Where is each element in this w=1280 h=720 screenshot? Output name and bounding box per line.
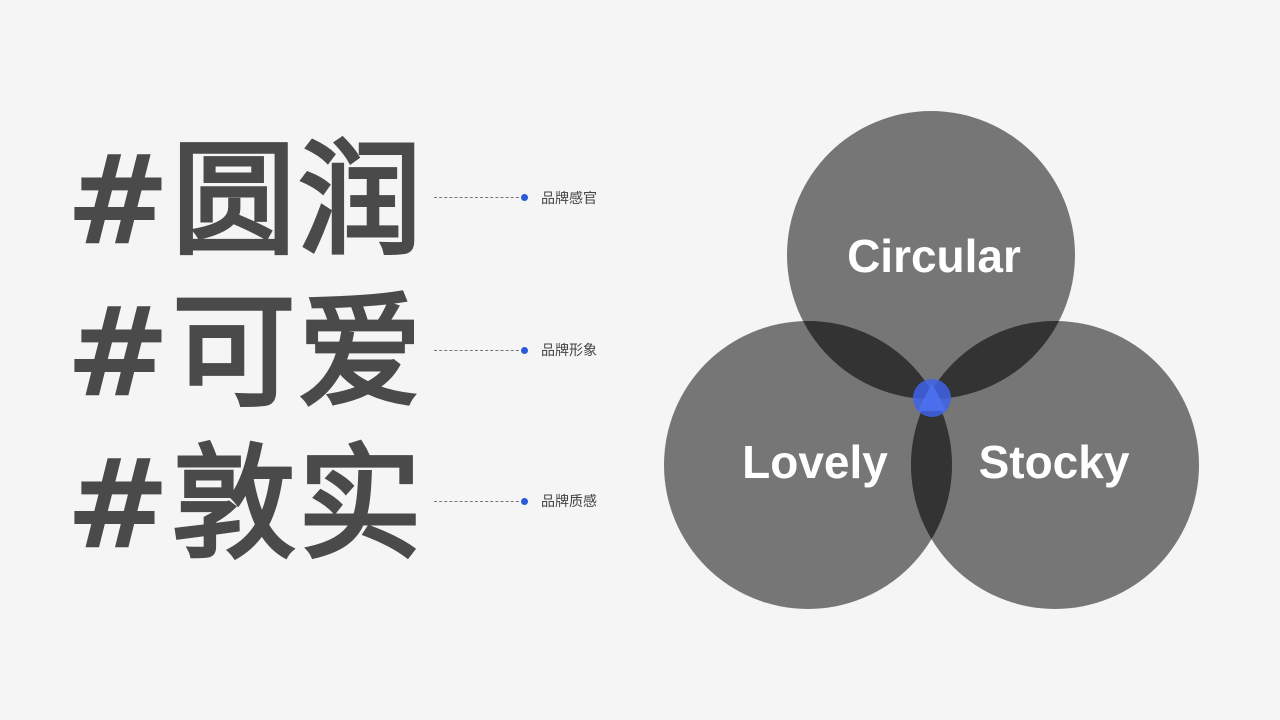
caption-brand-sense: 品牌感官 (541, 191, 597, 207)
caption-brand-image: 品牌形象 (541, 343, 597, 359)
hashtag-round: #圆润 (66, 129, 424, 273)
caption-brand-texture: 品牌质感 (541, 494, 597, 510)
leader-dot-3 (521, 498, 528, 505)
leader-dot-1 (521, 194, 528, 201)
hashtag-cute: #可爱 (66, 281, 424, 425)
venn-label-circular: Circular (847, 230, 1021, 282)
leader-line-3 (434, 498, 528, 505)
leader-line-1 (434, 194, 528, 201)
venn-circle-circular (787, 111, 1075, 399)
venn-circle-lovely (664, 321, 952, 609)
venn-circle-stocky (911, 321, 1199, 609)
venn-label-lovely: Lovely (742, 436, 888, 488)
venn-diagram: Circular Lovely Stocky (664, 111, 1199, 609)
hashtag-sturdy: #敦实 (66, 433, 424, 577)
leader-line-2 (434, 347, 528, 354)
leader-dot-2 (521, 347, 528, 354)
venn-center-triangle (918, 383, 946, 411)
venn-label-stocky: Stocky (979, 436, 1130, 488)
